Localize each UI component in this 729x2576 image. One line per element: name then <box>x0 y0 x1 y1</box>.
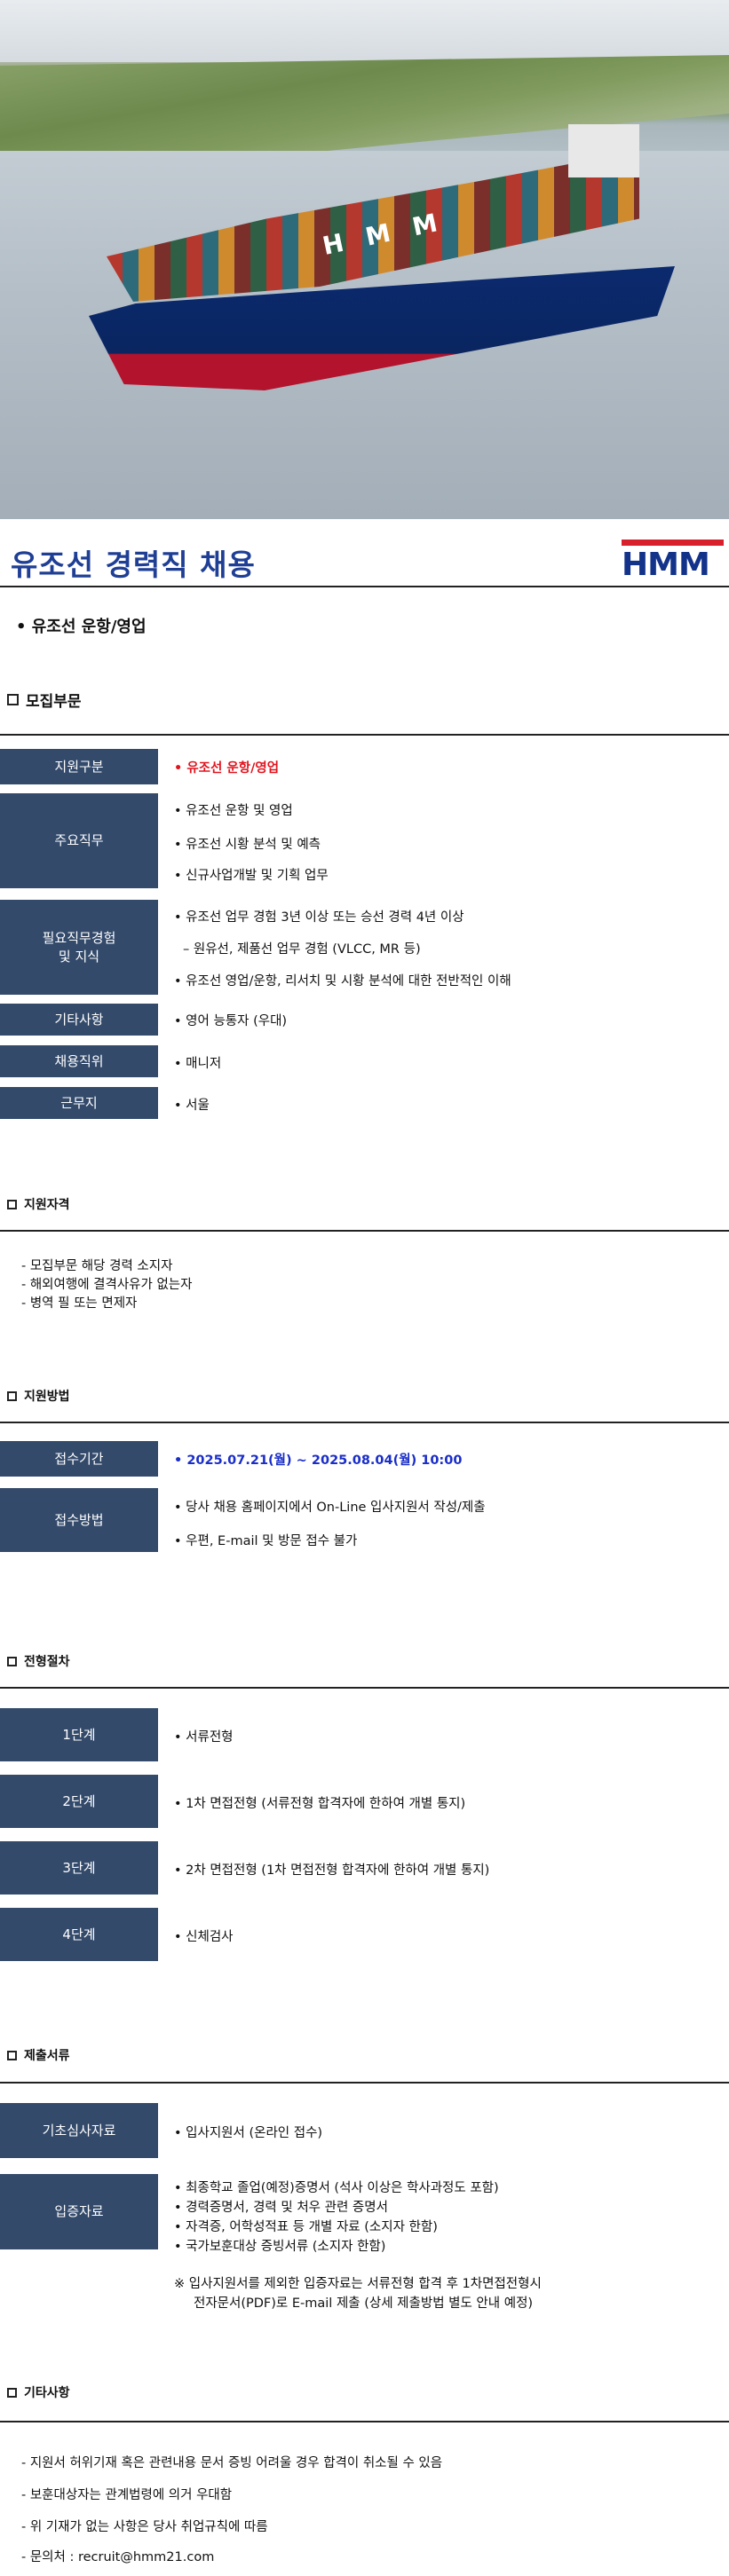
label-how-to-apply: 접수방법 <box>0 1488 158 1552</box>
section-method: 지원방법 <box>7 1387 70 1405</box>
section-method-title: 지원방법 <box>24 1390 70 1404</box>
label-proof-documents: 입증자료 <box>0 2174 158 2249</box>
value-workplace: • 서울 <box>174 1099 210 1113</box>
section-qualification-title: 지원자격 <box>24 1198 70 1212</box>
divider <box>0 1230 729 1232</box>
label-basic-documents: 기초심사자료 <box>0 2103 158 2158</box>
hero-sky <box>0 0 729 62</box>
etc-item: - 위 기재가 없는 사항은 당사 취업규칙에 따름 <box>21 2520 268 2534</box>
label-period: 접수기간 <box>0 1441 158 1477</box>
value-period: • 2025.07.21(월) ~ 2025.08.04(월) 10:00 <box>174 1453 463 1468</box>
documents-note-line-2: 전자문서(PDF)로 E-mail 제출 (상세 제출방법 별도 안내 예정) <box>194 2296 534 2311</box>
label-position-rank: 채용직위 <box>0 1045 158 1077</box>
value-main-duty-2: • 유조선 시황 분석 및 예측 <box>174 838 321 852</box>
logo-text: HMM <box>622 547 710 583</box>
label-required-experience: 필요직무경험 및 지식 <box>0 900 158 995</box>
value-proof-document-3: • 자격증, 어학성적표 등 개별 자료 (소지자 한함) <box>174 2220 438 2234</box>
divider <box>0 1687 729 1689</box>
value-etc: • 영어 능통자 (우대) <box>174 1014 288 1028</box>
label-main-duties: 주요직무 <box>0 793 158 888</box>
section-recruit-title: 모집부문 <box>26 693 82 711</box>
value-position-rank: • 매니저 <box>174 1057 222 1071</box>
divider <box>0 2421 729 2422</box>
value-step-3: • 2차 면접전형 (1차 면접전형 합격자에 한하여 개별 통지) <box>174 1863 490 1878</box>
value-step-2: • 1차 면접전형 (서류전형 합격자에 한하여 개별 통지) <box>174 1797 466 1811</box>
label-workplace: 근무지 <box>0 1087 158 1119</box>
logo-red-bar <box>622 540 724 546</box>
label-step-4: 4단계 <box>0 1908 158 1961</box>
value-proof-document-1: • 최종학교 졸업(예정)증명서 (석사 이상은 학사과정도 포함) <box>174 2181 499 2195</box>
qualification-item: - 해외여행에 결격사유가 없는자 <box>21 1278 193 1292</box>
position-title: • 유조선 운항/영업 <box>16 618 147 636</box>
etc-contact: - 문의처 : recruit@hmm21.com <box>21 2550 215 2564</box>
value-proof-document-4: • 국가보훈대상 증빙서류 (소지자 한함) <box>174 2240 386 2254</box>
label-step-3: 3단계 <box>0 1841 158 1895</box>
documents-note-line-1: ※ 입사지원서를 제외한 입증자료는 서류전형 합격 후 1차면접전형시 <box>174 2277 542 2291</box>
value-required-experience-2: – 원유선, 제품선 업무 경험 (VLCC, MR 등) <box>183 942 421 957</box>
section-process: 전형절차 <box>7 1652 70 1670</box>
section-process-title: 전형절차 <box>24 1655 70 1669</box>
value-apply-type: • 유조선 운항/영업 <box>174 761 280 776</box>
value-step-1: • 서류전형 <box>174 1730 234 1745</box>
checkbox-square-icon <box>7 1390 17 1401</box>
checkbox-square-icon <box>7 2050 17 2060</box>
divider <box>0 734 729 736</box>
checkbox-square-icon <box>7 1656 17 1666</box>
value-main-duty-1: • 유조선 운항 및 영업 <box>174 804 293 818</box>
value-how-to-apply-2: • 우편, E-mail 및 방문 접수 불가 <box>174 1534 358 1548</box>
divider <box>0 2082 729 2084</box>
hmm-logo: HMM <box>622 540 724 583</box>
section-recruit: 모집부문 <box>7 689 82 711</box>
hero-ship-photo: HMM <box>0 0 729 519</box>
value-required-experience-3: • 유조선 영업/운항, 리서치 및 시황 분석에 대한 전반적인 이해 <box>174 974 511 989</box>
value-required-experience-1: • 유조선 업무 경험 3년 이상 또는 승선 경력 4년 이상 <box>174 910 464 925</box>
section-documents: 제출서류 <box>7 2046 70 2064</box>
checkbox-square-icon <box>7 1199 17 1209</box>
checkbox-square-icon <box>7 694 19 705</box>
label-apply-type: 지원구분 <box>0 749 158 784</box>
divider <box>0 1422 729 1423</box>
section-qualification: 지원자격 <box>7 1195 70 1213</box>
section-etc-title: 기타사항 <box>24 2386 70 2400</box>
qualification-item: - 병역 필 또는 면제자 <box>21 1296 138 1311</box>
etc-item: - 보훈대상자는 관계법령에 의거 우대함 <box>21 2488 233 2502</box>
value-how-to-apply-1: • 당사 채용 홈페이지에서 On-Line 입사지원서 작성/제출 <box>174 1501 486 1515</box>
section-documents-title: 제출서류 <box>24 2049 70 2063</box>
label-step-2: 2단계 <box>0 1775 158 1828</box>
qualification-item: - 모집부문 해당 경력 소지자 <box>21 1259 173 1273</box>
title-row: 유조선 경력직 채용 HMM <box>0 532 729 587</box>
value-step-4: • 신체검사 <box>174 1930 234 1944</box>
section-etc: 기타사항 <box>7 2383 70 2401</box>
checkbox-square-icon <box>7 2387 17 2398</box>
label-etc: 기타사항 <box>0 1004 158 1036</box>
value-proof-document-2: • 경력증명서, 경력 및 처우 관련 증명서 <box>174 2201 388 2215</box>
hero-ship-bridge <box>568 124 639 177</box>
page-title: 유조선 경력직 채용 <box>11 547 256 582</box>
value-basic-documents: • 입사지원서 (온라인 접수) <box>174 2126 323 2140</box>
etc-item: - 지원서 허위기재 혹은 관련내용 문서 증빙 어려울 경우 합격이 취소될 … <box>21 2456 443 2470</box>
label-step-1: 1단계 <box>0 1708 158 1761</box>
value-main-duty-3: • 신규사업개발 및 기획 업무 <box>174 869 329 883</box>
